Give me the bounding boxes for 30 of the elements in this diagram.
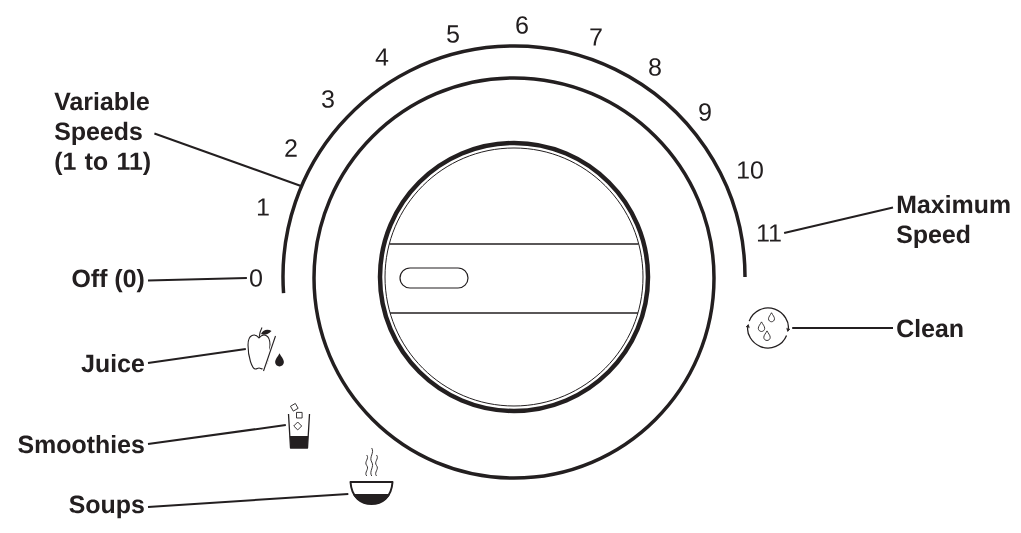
callout-label: Clean — [897, 318, 963, 338]
leader-line — [147, 493, 350, 508]
leader-line — [147, 277, 248, 282]
leader-line — [153, 132, 302, 187]
speed-number: 8 — [649, 58, 661, 76]
callout-label: Smoothies — [18, 434, 144, 454]
speed-number: 10 — [738, 161, 763, 179]
callout-label: Variable Speeds (1 to 11) — [54, 91, 150, 175]
speed-number: 1 — [257, 198, 269, 216]
callout-label: Maximum Speed — [896, 194, 1010, 249]
callout-label: Soups — [69, 495, 144, 519]
leader-line — [783, 206, 894, 234]
speed-number: 7 — [590, 28, 602, 46]
speed-number: 4 — [375, 48, 389, 66]
callout-label: Juice — [81, 353, 144, 373]
speed-number: 11 — [757, 224, 781, 242]
apple-drop-icon — [247, 326, 284, 372]
bowl-icon — [349, 447, 394, 505]
cycle-arrows-icon — [745, 307, 791, 349]
speed-number: 6 — [516, 16, 528, 34]
leader-line — [147, 424, 287, 446]
leader-line — [147, 348, 247, 365]
speed-number: 3 — [322, 90, 334, 108]
leader-line — [791, 327, 894, 330]
glass-icon — [287, 403, 311, 449]
speed-number: 9 — [699, 103, 711, 121]
speed-number: 0 — [250, 269, 262, 287]
callout-label: Off (0) — [72, 268, 144, 293]
speed-number: 5 — [447, 25, 459, 43]
speed-number: 2 — [285, 139, 297, 157]
